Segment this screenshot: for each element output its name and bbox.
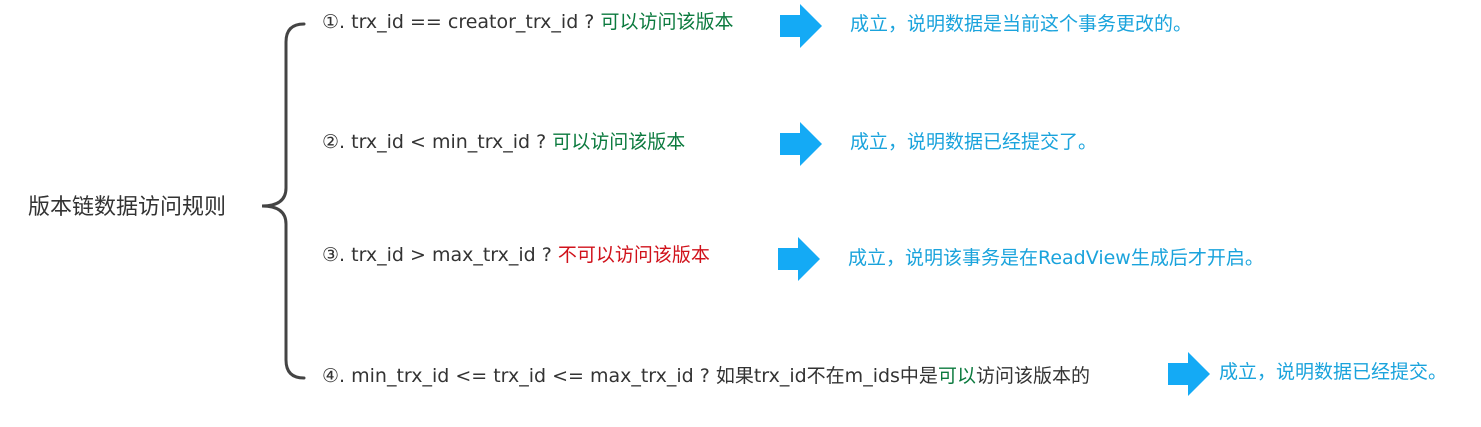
rule-2-verdict: 可以访问该版本	[552, 131, 686, 153]
right-arrow-icon	[780, 122, 822, 166]
rule-3-result: 成立，说明该事务是在ReadView生成后才开启。	[848, 247, 1264, 269]
rule-2: ②. trx_id < min_trx_id ? 可以访问该版本	[322, 129, 685, 155]
rule-4-number: ④.	[322, 365, 346, 387]
rule-4-verdict: 可以	[937, 365, 976, 387]
right-arrow-icon	[778, 237, 820, 281]
rule-1-result: 成立，说明数据是当前这个事务更改的。	[850, 13, 1193, 35]
rule-1-condition: trx_id == creator_trx_id ?	[345, 11, 601, 33]
right-arrow-icon	[1168, 352, 1210, 396]
rule-2-number: ②.	[322, 131, 346, 153]
curly-brace	[261, 22, 306, 380]
rule-3: ③. trx_id > max_trx_id ? 不可以访问该版本	[322, 242, 710, 268]
rule-3-verdict: 不可以访问该版本	[557, 244, 710, 266]
rule-1-verdict: 可以访问该版本	[600, 11, 734, 33]
rule-4-condition: min_trx_id <= trx_id <= max_trx_id ? 如果t…	[345, 365, 938, 387]
rule-1-number: ①.	[322, 11, 346, 33]
rule-3-number: ③.	[322, 244, 346, 266]
rule-2-result: 成立，说明数据已经提交了。	[850, 131, 1098, 153]
rule-4-result: 成立，说明数据已经提交。	[1219, 361, 1448, 383]
rule-3-condition: trx_id > max_trx_id ?	[345, 244, 558, 266]
root-label: 版本链数据访问规则	[28, 195, 227, 220]
rule-4: ④. min_trx_id <= trx_id <= max_trx_id ? …	[322, 363, 1090, 389]
rule-1: ①. trx_id == creator_trx_id ? 可以访问该版本	[322, 9, 733, 35]
rule-4-suffix: 访问该版本的	[975, 365, 1090, 387]
rule-2-condition: trx_id < min_trx_id ?	[345, 131, 553, 153]
right-arrow-icon	[780, 4, 822, 48]
